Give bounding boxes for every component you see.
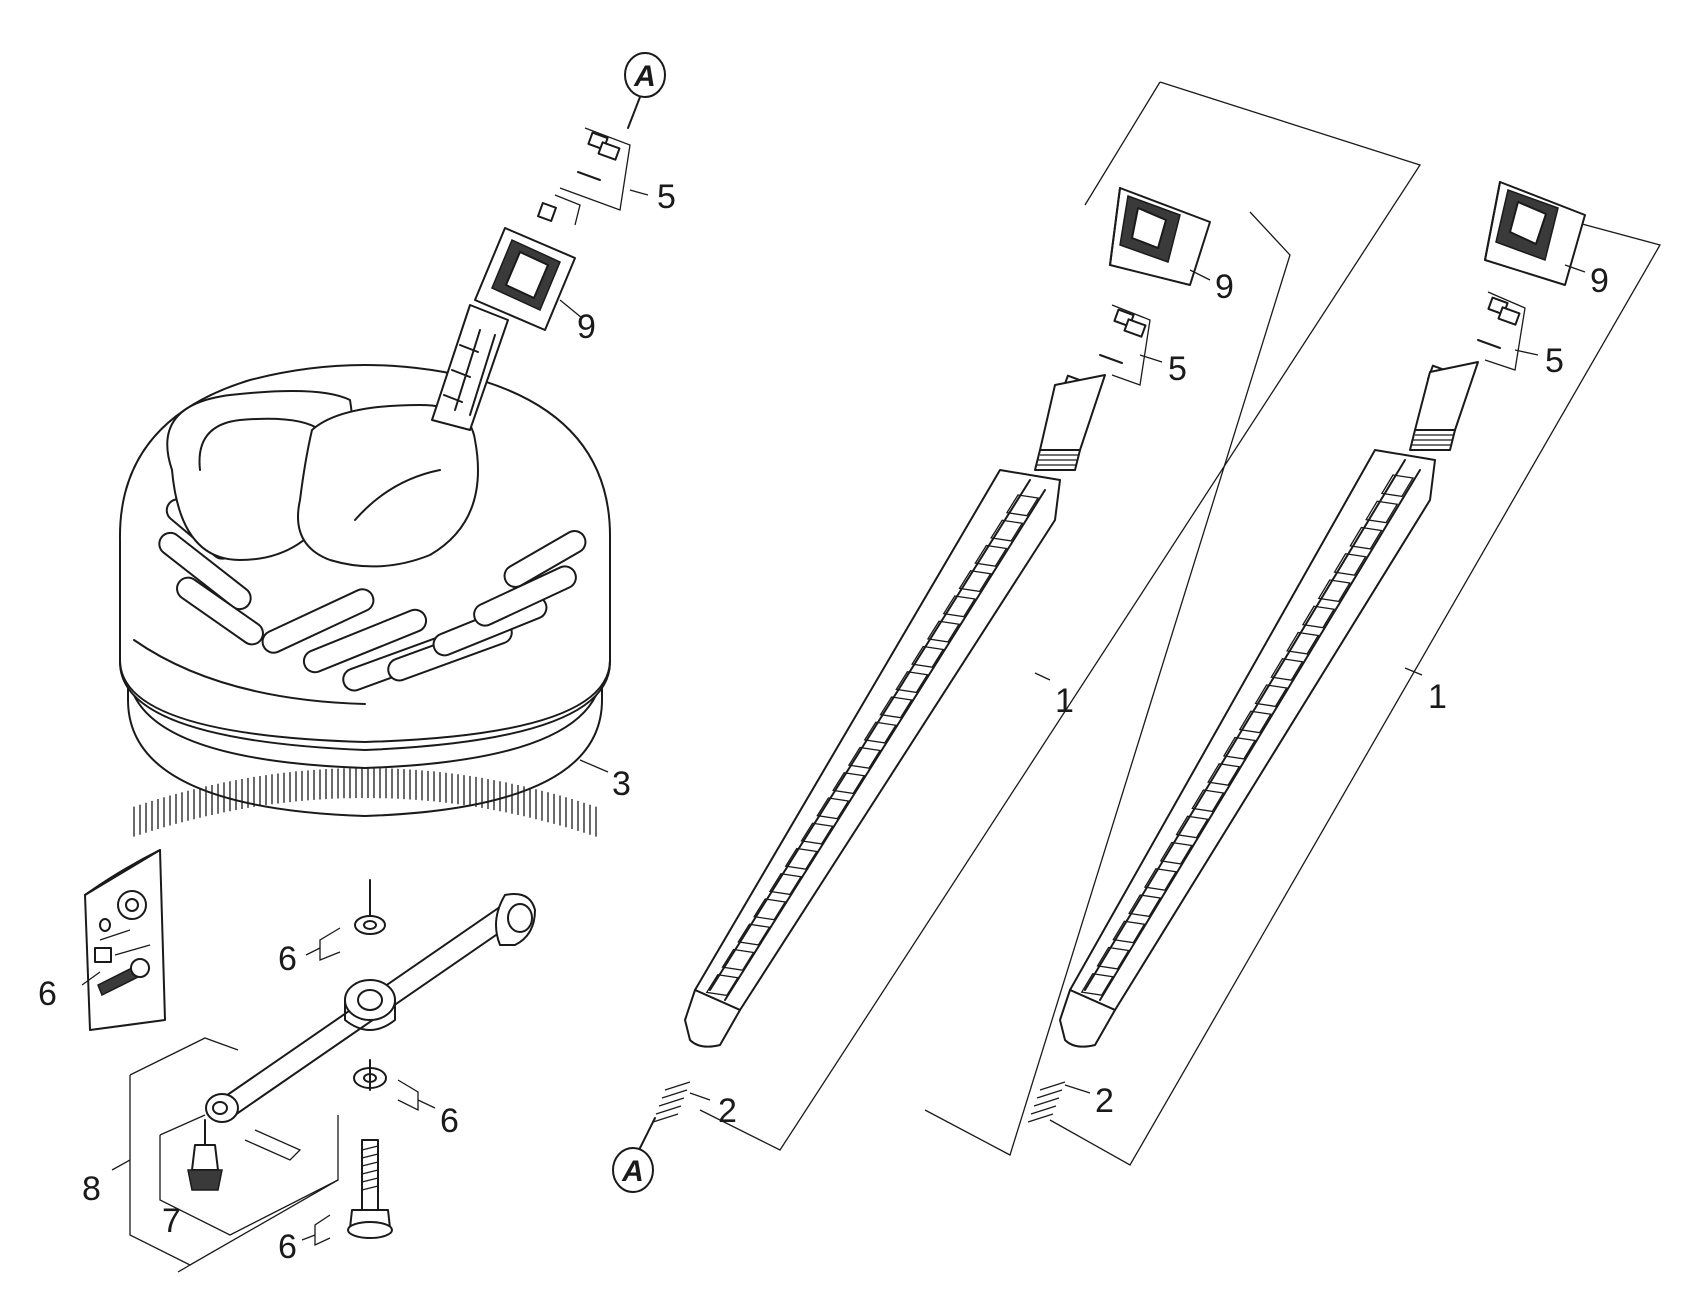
leader-lines — [81, 189, 1586, 1273]
grip-cell — [1222, 736, 1257, 760]
grip-cell — [1270, 658, 1304, 681]
grip-cell — [784, 847, 818, 870]
grip-cell — [1333, 553, 1367, 576]
lance-tube-middle — [684, 374, 1106, 1048]
reference-label-bottom: A — [621, 1155, 644, 1188]
clip-parts-top — [537, 127, 631, 226]
grip-cell — [895, 671, 929, 694]
grip-cell — [1254, 684, 1288, 708]
callout-6-upper-washer: 6 — [278, 940, 297, 978]
spray-bar-assembly — [129, 879, 536, 1266]
grip-cell — [1159, 841, 1193, 865]
callout-1-right: 1 — [1428, 678, 1447, 716]
spring-middle — [652, 1081, 691, 1123]
reference-marker-bottom: A — [612, 1117, 656, 1193]
grip-cell — [737, 923, 771, 946]
grip-pattern-middle — [705, 494, 1040, 997]
grip-cell — [1380, 474, 1415, 498]
cleaner-neck — [431, 304, 509, 431]
callout-5-middle: 5 — [1168, 350, 1187, 388]
grip-cell — [800, 822, 834, 845]
grip-cell — [879, 696, 913, 719]
reference-marker-top: A — [624, 52, 666, 129]
reference-label-top: A — [633, 60, 656, 93]
grip-cell — [1175, 815, 1209, 839]
grip-cell — [911, 645, 945, 668]
surface-cleaner-assembly — [118, 127, 631, 837]
callout-9-middle: 9 — [1215, 268, 1234, 306]
callout-numbers: 5 9 3 6 6 6 6 7 8 9 5 1 2 9 5 1 2 — [38, 178, 1609, 1266]
grip-cell — [1112, 920, 1146, 944]
grip-cell — [721, 948, 755, 971]
coupling-sleeve-middle — [1109, 187, 1211, 286]
nozzle — [187, 1119, 223, 1191]
grip-cell — [832, 772, 866, 795]
grip-cell — [926, 620, 961, 643]
grip-cell — [942, 595, 976, 618]
callout-9-right: 9 — [1590, 262, 1609, 300]
bolt — [314, 1139, 393, 1247]
spray-lance-right — [1027, 181, 1661, 1166]
spring-right — [1027, 1081, 1066, 1123]
coupling-sleeve-left — [474, 227, 576, 331]
callout-9-left: 9 — [577, 308, 596, 346]
callout-6-lower-washer: 6 — [440, 1102, 459, 1140]
grip-cell — [705, 974, 739, 997]
handle-loop — [166, 390, 479, 568]
callout-3: 3 — [612, 765, 631, 803]
bristle-ring — [127, 667, 603, 837]
callout-6-bolt: 6 — [278, 1228, 297, 1266]
grip-cell — [1365, 500, 1399, 524]
grip-cell — [1286, 631, 1320, 655]
grip-cell — [847, 746, 882, 769]
grip-cell — [1005, 494, 1040, 517]
grip-cell — [990, 519, 1024, 542]
callout-1-middle: 1 — [1055, 682, 1074, 720]
coupling-sleeve-right — [1484, 181, 1586, 286]
callout-6-kit: 6 — [38, 975, 57, 1013]
callout-7: 7 — [162, 1202, 181, 1240]
callout-2-middle: 2 — [718, 1092, 737, 1130]
grip-cell — [816, 797, 850, 820]
callout-8: 8 — [82, 1170, 101, 1208]
grip-cell — [753, 898, 787, 921]
grip-cell — [1191, 789, 1225, 813]
grip-cell — [1096, 946, 1130, 970]
grip-cell — [1207, 763, 1241, 786]
grip-cell — [1080, 973, 1114, 996]
grip-cell — [1128, 894, 1162, 918]
callout-5-right: 5 — [1545, 342, 1564, 380]
grip-pattern-right — [1080, 474, 1415, 996]
lance-tube-right — [1059, 361, 1479, 1048]
service-kit-card — [84, 849, 166, 1031]
callout-5-top: 5 — [657, 178, 676, 216]
grip-cell — [1143, 868, 1178, 891]
grip-cell — [1317, 579, 1351, 603]
grip-cell — [768, 873, 803, 896]
callout-2-right: 2 — [1095, 1082, 1114, 1120]
grip-cell — [1349, 526, 1383, 550]
grip-cell — [1238, 710, 1272, 734]
grip-cell — [863, 721, 897, 744]
grip-cell — [974, 544, 1008, 567]
grip-cell — [1301, 605, 1336, 629]
grip-cell — [958, 570, 992, 593]
